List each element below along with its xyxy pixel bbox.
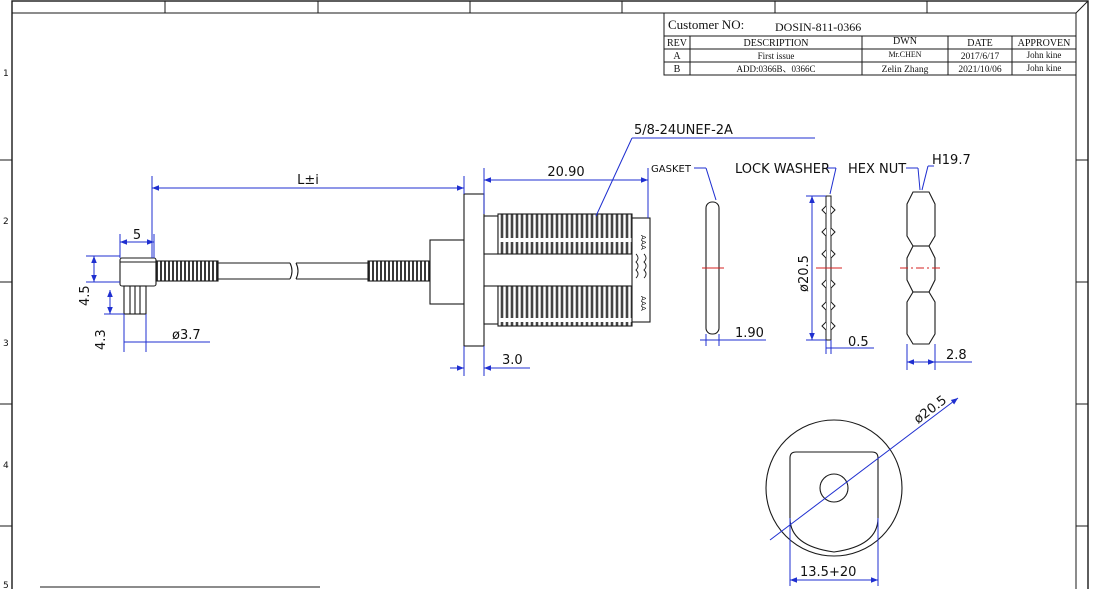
- cable-assembly: AAA AAA: [119, 193, 651, 347]
- gasket-label: GASKET: [651, 164, 692, 175]
- customer-label: Customer NO:: [668, 17, 744, 32]
- washer-diameter-label: ø20.5: [797, 255, 812, 292]
- height-upper-label: 4.5: [78, 285, 93, 306]
- cutout-diameter-label: ø20.5: [911, 393, 950, 427]
- header-date: DATE: [967, 38, 993, 49]
- row-b-dwn: Zelin Zhang: [882, 65, 929, 75]
- row-b-date: 2021/10/06: [958, 65, 1002, 75]
- flange: [463, 193, 485, 347]
- thread-spec-label: 5/8-24UNEF-2A: [634, 123, 733, 138]
- thread-lower: [497, 285, 633, 327]
- connector-offset-label: 5: [133, 228, 141, 243]
- panel-cutout: [765, 419, 903, 557]
- row-a-date: 2017/6/17: [961, 52, 1000, 62]
- header-approved: APPROVEN: [1018, 38, 1071, 49]
- right-heatshrink: [367, 260, 431, 282]
- svg-text:AAA: AAA: [639, 296, 647, 311]
- header-rev: REV: [667, 38, 688, 49]
- thread-upper: [497, 213, 633, 255]
- header-description: DESCRIPTION: [743, 38, 808, 49]
- flange-boss: [429, 239, 465, 305]
- row-a-description: First issue: [758, 51, 795, 61]
- nut-hex-label: H19.7: [932, 153, 971, 168]
- customer-number: DOSIN-811-0366: [775, 20, 861, 34]
- row-marker-1: 1: [3, 69, 9, 79]
- row-b-approved: John kine: [1027, 63, 1062, 73]
- washer-thickness-label: 0.5: [848, 335, 869, 350]
- row-a-approved: John kine: [1027, 50, 1062, 60]
- right-angle-connector: [119, 257, 157, 315]
- revision-row-a: A First issue Mr.CHEN 2017/6/17 John kin…: [673, 50, 1061, 62]
- height-lower-label: 4.3: [94, 329, 109, 350]
- row-marker-4: 4: [3, 461, 9, 471]
- row-marker-2: 2: [3, 217, 9, 227]
- row-a-rev: A: [673, 51, 681, 62]
- row-b-description: ADD:0366B、0366C: [736, 64, 815, 74]
- row-marker-3: 3: [3, 339, 9, 349]
- nut-thickness-label: 2.8: [946, 348, 967, 363]
- title-block: Customer NO: DOSIN-811-0366 REV DESCRIPT…: [663, 12, 1077, 76]
- row-a-dwn: Mr.CHEN: [888, 50, 921, 59]
- left-heatshrink: [155, 260, 219, 282]
- dimension-lines: [86, 137, 972, 586]
- flange-thickness-label: 3.0: [502, 353, 523, 368]
- row-b-rev: B: [674, 64, 681, 75]
- revision-row-b: B ADD:0366B、0366C Zelin Zhang 2021/10/06…: [674, 63, 1062, 75]
- cable-diameter-label: ø3.7: [172, 328, 201, 343]
- cable-length-label: L±i: [297, 173, 319, 188]
- thread-length-label: 20.90: [547, 165, 584, 180]
- lock-washer-label: LOCK WASHER: [735, 162, 830, 177]
- svg-text:AAA: AAA: [639, 235, 647, 250]
- dimension-labels: 5/8-24UNEF-2A L±i 20.90 5 4.5 4.3 ø3.7 3…: [78, 123, 971, 580]
- row-marker-5: 5: [3, 581, 9, 589]
- hex-nut-label: HEX NUT: [848, 162, 906, 177]
- header-dwn: DWN: [893, 36, 917, 47]
- row-markers: 1 2 3 4 5: [3, 69, 9, 589]
- cutout-width-label: 13.5+20: [800, 565, 856, 580]
- gasket-thickness-label: 1.90: [735, 326, 764, 341]
